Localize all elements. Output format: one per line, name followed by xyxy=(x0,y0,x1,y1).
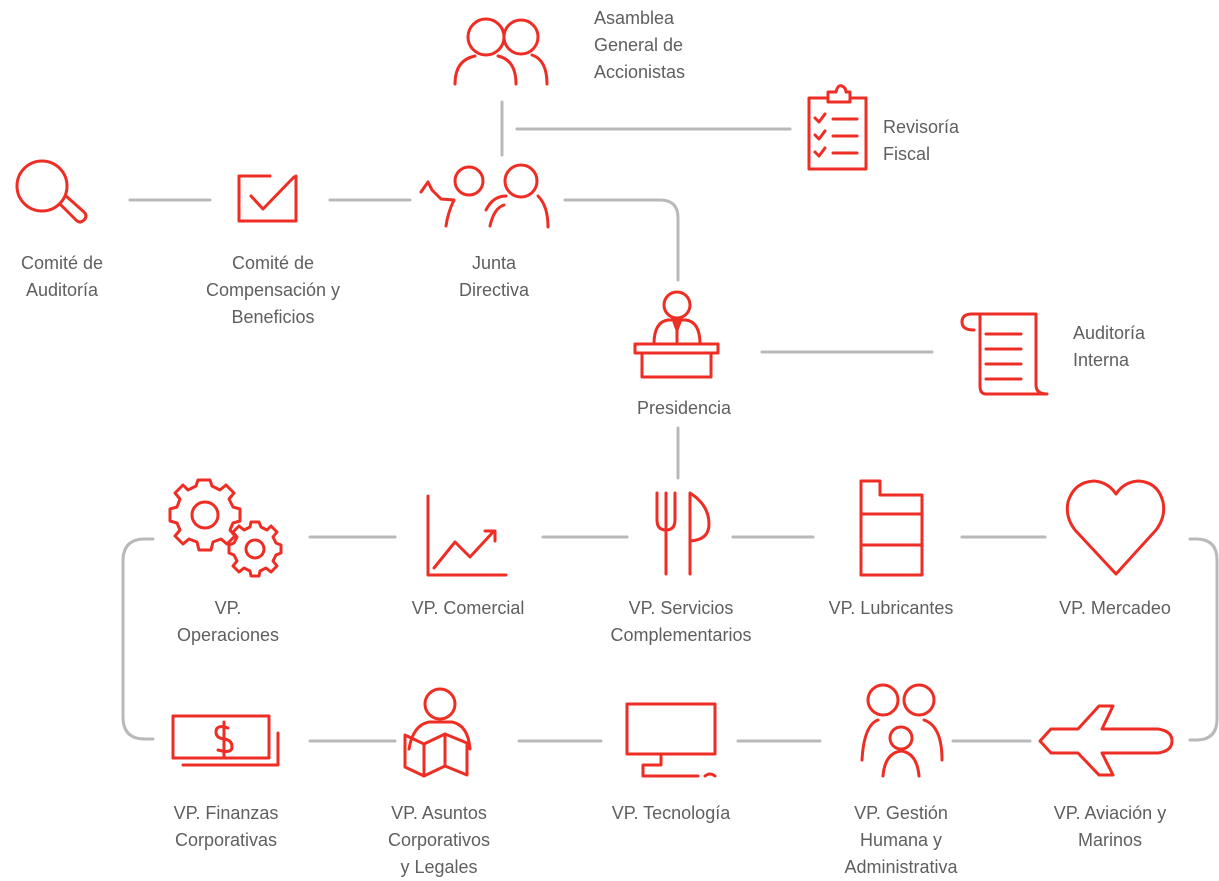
person-map-icon xyxy=(403,687,472,778)
growth-chart-icon xyxy=(426,494,508,577)
label-revisoria: Revisoría Fiscal xyxy=(883,114,959,168)
label-line: VP. Comercial xyxy=(411,598,525,618)
label-auditoria-interna: Auditoría Interna xyxy=(1073,320,1145,374)
label-line: Asamblea xyxy=(594,8,675,28)
label-vp-lubricantes: VP. Lubricantes xyxy=(801,595,981,622)
family-icon xyxy=(860,683,944,778)
label-line: VP. xyxy=(214,598,242,618)
checklist-icon xyxy=(807,84,868,171)
label-line: Directiva xyxy=(458,280,529,300)
checkbox-icon xyxy=(237,174,298,223)
label-line: Accionistas xyxy=(594,62,686,82)
label-vp-aviacion: VP. Aviación y Marinos xyxy=(1025,800,1195,854)
label-line: Auditoría xyxy=(25,280,99,300)
label-vp-gestion: VP. Gestión Humana y Administrativa xyxy=(816,800,986,881)
label-line: Revisoría xyxy=(883,117,960,137)
people-icon xyxy=(453,17,549,86)
label-line: Marinos xyxy=(1077,830,1143,850)
label-line: Beneficios xyxy=(231,307,315,327)
label-line: Corporativos xyxy=(387,830,491,850)
connector-left-loop xyxy=(121,537,155,741)
board-people-icon xyxy=(419,163,550,229)
connector-right-loop xyxy=(1188,537,1219,742)
label-line: VP. Mercadeo xyxy=(1059,598,1171,618)
banknote-icon xyxy=(171,714,280,767)
label-line: Compensación y xyxy=(205,280,341,300)
label-presidencia: Presidencia xyxy=(604,395,764,422)
computer-icon xyxy=(625,702,717,778)
label-line: VP. Asuntos xyxy=(391,803,487,823)
label-vp-finanzas: VP. Finanzas Corporativas xyxy=(146,800,306,854)
label-vp-mercadeo: VP. Mercadeo xyxy=(1035,595,1195,622)
label-line: Presidencia xyxy=(636,398,732,418)
connector-junta-presidencia xyxy=(563,198,680,282)
label-vp-tecnologia: VP. Tecnología xyxy=(586,800,756,827)
label-line: Operaciones xyxy=(176,625,280,645)
label-line: VP. Tecnología xyxy=(611,803,731,823)
label-line: Comité de xyxy=(231,253,315,273)
magnifier-icon xyxy=(15,159,88,224)
connectors xyxy=(121,100,1219,743)
label-vp-asuntos: VP. Asuntos Corporativos y Legales xyxy=(364,800,514,881)
label-comite-auditoria: Comité de Auditoría xyxy=(0,250,132,304)
label-vp-comercial: VP. Comercial xyxy=(383,595,553,622)
fork-knife-icon xyxy=(655,491,711,576)
label-line: VP. Aviación y xyxy=(1053,803,1167,823)
airplane-icon xyxy=(1038,704,1174,777)
label-line: Fiscal xyxy=(883,144,931,164)
gears-icon xyxy=(168,478,283,578)
label-line: Administrativa xyxy=(844,857,958,877)
label-line: Interna xyxy=(1073,350,1130,370)
heart-icon xyxy=(1065,479,1166,576)
label-line: Complementarios xyxy=(610,625,752,645)
label-asamblea: Asamblea General de Accionistas xyxy=(594,5,685,86)
label-line: Auditoría xyxy=(1073,323,1146,343)
label-line: Corporativas xyxy=(174,830,278,850)
label-line: y Legales xyxy=(400,857,478,877)
label-line: VP. Gestión xyxy=(854,803,948,823)
label-line: General de xyxy=(594,35,684,55)
label-line: VP. Servicios xyxy=(628,598,734,618)
label-line: VP. Lubricantes xyxy=(828,598,954,618)
scroll-icon xyxy=(960,312,1049,396)
speaker-podium-icon xyxy=(633,290,720,379)
label-comite-compensacion: Comité de Compensación y Beneficios xyxy=(193,250,353,331)
label-line: Humana y xyxy=(859,830,943,850)
label-vp-servicios: VP. Servicios Complementarios xyxy=(586,595,776,649)
label-vp-operaciones: VP. Operaciones xyxy=(158,595,298,649)
label-line: VP. Finanzas xyxy=(173,803,279,823)
oil-can-icon xyxy=(859,479,924,577)
label-line: Comité de xyxy=(20,253,104,273)
label-line: Junta xyxy=(471,253,517,273)
label-junta: Junta Directiva xyxy=(424,250,564,304)
